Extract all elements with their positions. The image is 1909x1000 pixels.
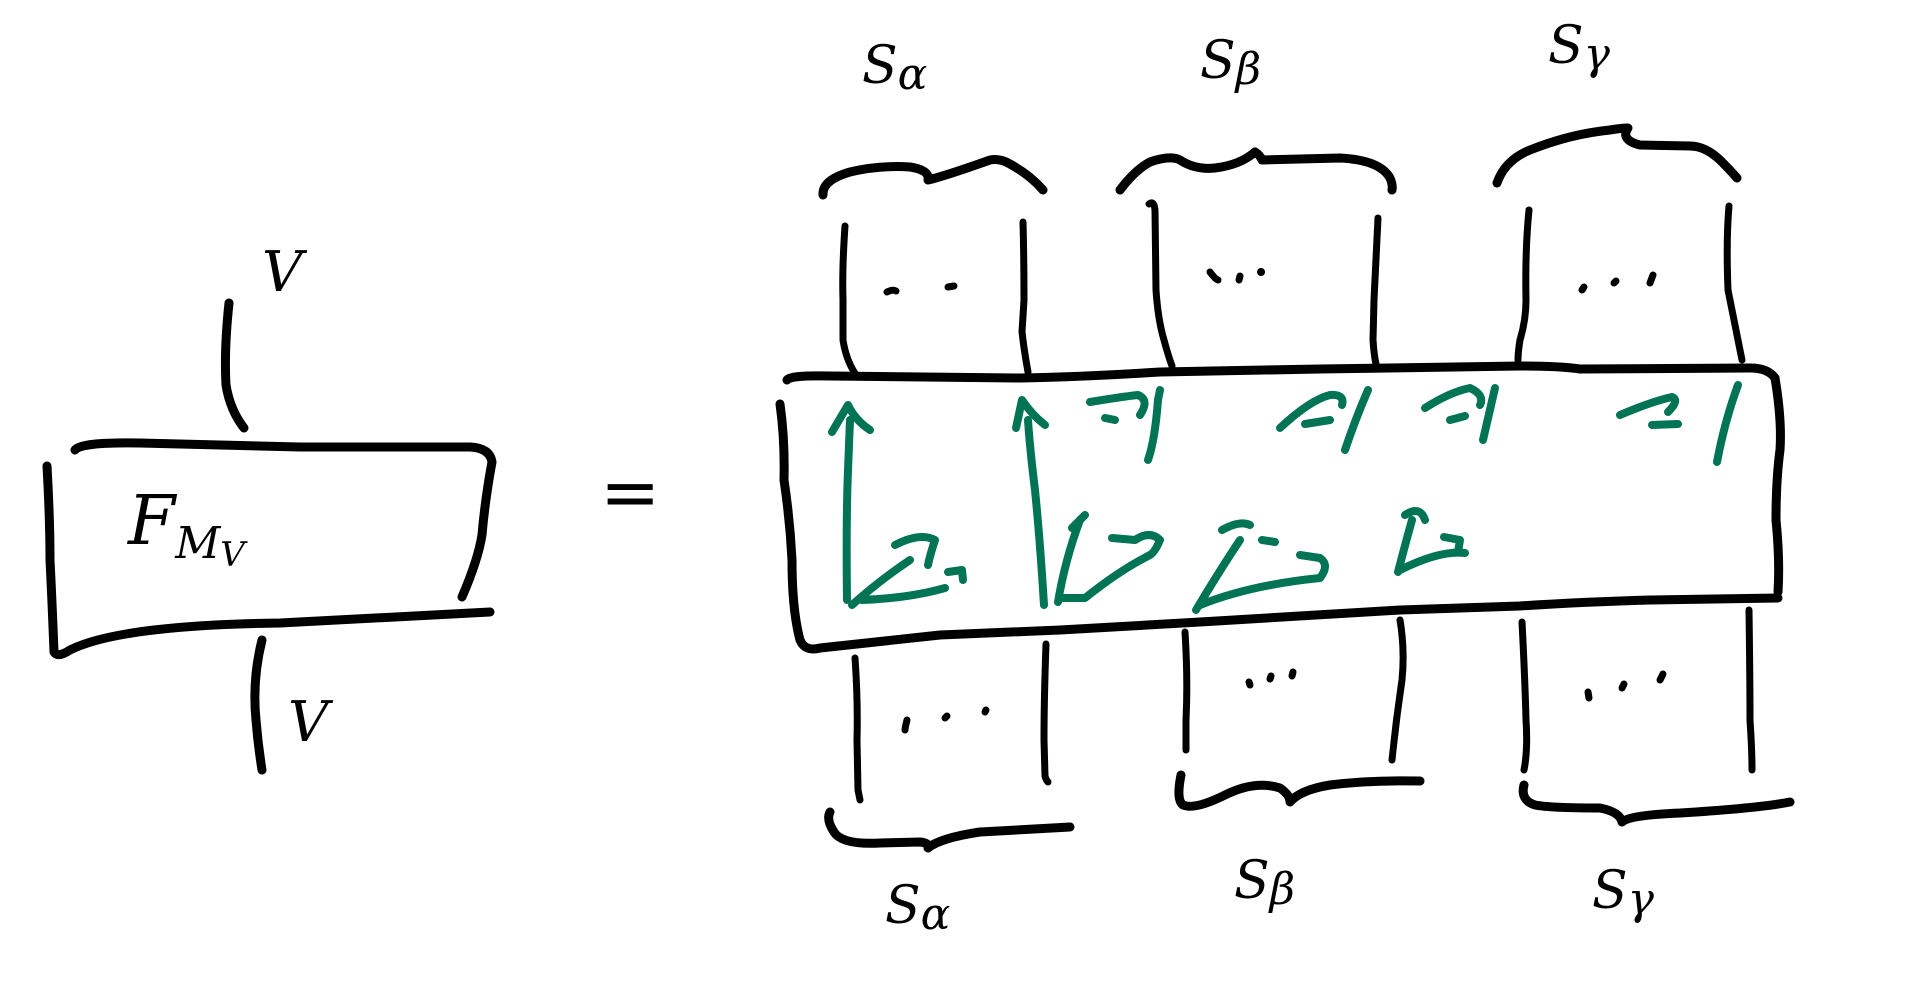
lhs-bottom-wire xyxy=(250,635,267,775)
bottom-label-alpha: Sα xyxy=(885,880,950,937)
top-brace-gamma xyxy=(1492,123,1742,188)
label-subsub: V xyxy=(220,535,245,575)
equals-sign: = xyxy=(600,450,661,534)
green-arrows-top xyxy=(828,381,1742,609)
lhs-top-wire xyxy=(220,298,249,433)
top-label-alpha: Sα xyxy=(862,40,927,97)
top-brace-beta xyxy=(1115,147,1397,195)
top-label-gamma: Sγ xyxy=(1548,20,1610,77)
top-bundle-alpha xyxy=(818,155,1048,379)
bottom-bundle-gamma xyxy=(1518,606,1795,827)
label-sub: α xyxy=(897,49,928,100)
top-bundle-gamma xyxy=(1492,123,1746,364)
arrow-icon xyxy=(848,556,914,609)
green-arrows-bottom xyxy=(848,507,1469,614)
label-base: S xyxy=(885,876,921,936)
label-sub: β xyxy=(1269,864,1296,915)
label-sub: M xyxy=(175,518,221,569)
label-sub: γ xyxy=(1583,29,1610,80)
arrow-icon xyxy=(1054,516,1084,606)
bottom-bundle-alpha xyxy=(824,640,1075,853)
label-base: S xyxy=(1548,16,1584,76)
lhs-bottom-wire-label: V xyxy=(288,690,329,755)
bottom-brace-beta xyxy=(1174,770,1425,811)
label-base: S xyxy=(862,36,898,96)
label-base: F xyxy=(128,482,176,561)
arrow-up-icon xyxy=(1024,416,1048,609)
label-base: S xyxy=(1592,861,1628,921)
bottom-brace-alpha xyxy=(824,807,1075,853)
lhs-box-label: FMV xyxy=(128,488,245,575)
arrow-up-icon xyxy=(1341,386,1372,454)
top-label-beta: Sβ xyxy=(1200,35,1261,92)
arrow-up-icon xyxy=(1479,384,1499,444)
label-sub: β xyxy=(1235,44,1262,95)
top-bundle-beta xyxy=(1115,147,1397,370)
bottom-bundle-beta xyxy=(1174,616,1425,811)
arrow-up-icon xyxy=(842,416,854,604)
bottom-label-gamma: Sγ xyxy=(1592,865,1654,922)
label-base: S xyxy=(1234,851,1270,911)
label-base: S xyxy=(1200,31,1236,91)
lhs-top-wire-label: V xyxy=(262,240,303,305)
arrow-up-icon xyxy=(1713,381,1742,466)
top-brace-alpha xyxy=(818,155,1048,200)
arrow-up-icon xyxy=(1144,386,1164,464)
lhs-box xyxy=(42,438,497,660)
rhs-box xyxy=(775,361,1785,654)
label-sub: γ xyxy=(1627,874,1654,925)
label-sub: α xyxy=(920,889,951,940)
bottom-brace-gamma xyxy=(1518,780,1795,827)
bottom-label-beta: Sβ xyxy=(1234,855,1295,912)
